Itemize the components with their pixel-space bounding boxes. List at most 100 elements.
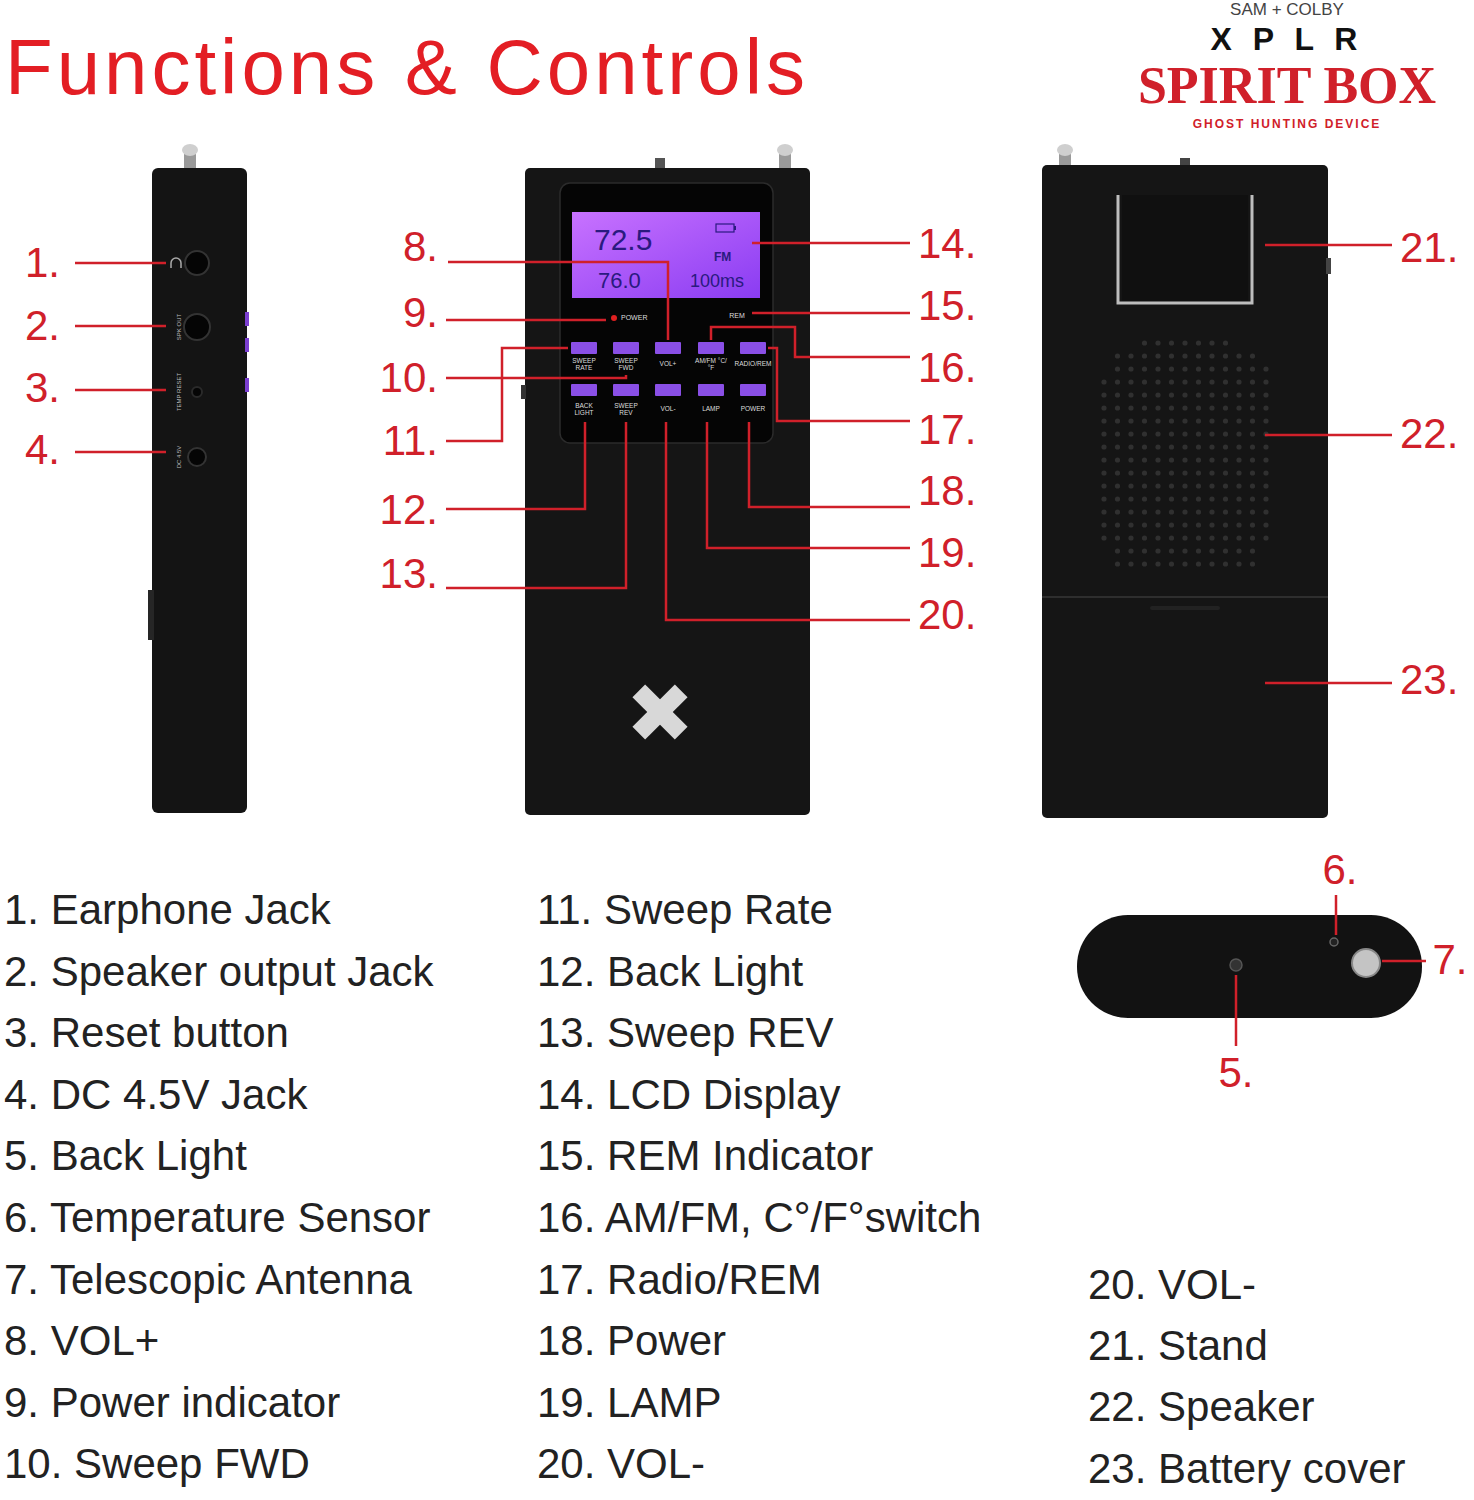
grille-hole xyxy=(1169,353,1174,358)
part-list-item: 6. Temperature Sensor xyxy=(4,1196,430,1240)
grille-hole xyxy=(1236,496,1241,501)
brand-text: X P L R xyxy=(1211,23,1364,57)
dc-jack xyxy=(188,448,206,466)
grille-hole xyxy=(1182,340,1187,345)
grille-hole xyxy=(1101,522,1106,527)
part-list-item: 7. Telescopic Antenna xyxy=(4,1258,412,1302)
grille-hole xyxy=(1128,535,1133,540)
grille-hole xyxy=(1115,392,1120,397)
grille-hole xyxy=(1169,392,1174,397)
port-label: TEMP RESET xyxy=(176,373,182,411)
grille-hole xyxy=(1263,418,1268,423)
speaker-jack xyxy=(184,314,210,340)
callout-number: 8. xyxy=(403,225,438,269)
callout-number: 11. xyxy=(383,419,438,463)
part-list-item: 19. LAMP xyxy=(537,1381,721,1425)
grille-hole xyxy=(1250,431,1255,436)
grille-hole xyxy=(1236,522,1241,527)
grille-hole xyxy=(1263,483,1268,488)
grille-hole xyxy=(1142,392,1147,397)
part-list-item: 3. Reset button xyxy=(4,1011,289,1055)
callout-number: 4. xyxy=(25,428,60,472)
grille-hole xyxy=(1236,418,1241,423)
grille-hole xyxy=(1223,470,1228,475)
grille-hole xyxy=(1155,366,1160,371)
grille-hole xyxy=(1236,561,1241,566)
grille-hole xyxy=(1209,522,1214,527)
grille-hole xyxy=(1115,457,1120,462)
grille-hole xyxy=(1115,483,1120,488)
leader-line xyxy=(752,312,910,315)
side-knob xyxy=(1326,258,1331,274)
battery-icon xyxy=(734,226,736,230)
grille-hole xyxy=(1236,444,1241,449)
grille-hole xyxy=(1169,340,1174,345)
grille-hole xyxy=(1101,379,1106,384)
grille-hole xyxy=(1155,431,1160,436)
grille-hole xyxy=(1142,340,1147,345)
grille-hole xyxy=(1236,405,1241,410)
grille-hole xyxy=(1115,535,1120,540)
grille-hole xyxy=(1209,470,1214,475)
grille-hole xyxy=(1128,522,1133,527)
grille-hole xyxy=(1209,535,1214,540)
grille-hole xyxy=(1223,418,1228,423)
grille-hole xyxy=(1155,470,1160,475)
grille-hole xyxy=(1223,392,1228,397)
grille-hole xyxy=(1209,405,1214,410)
grille-hole xyxy=(1128,431,1133,436)
grille-hole xyxy=(1169,470,1174,475)
grille-hole xyxy=(1263,509,1268,514)
grille-hole xyxy=(1155,457,1160,462)
grille-hole xyxy=(1182,444,1187,449)
callout-number: 19. xyxy=(918,531,976,575)
grille-hole xyxy=(1115,561,1120,566)
grille-hole xyxy=(1169,509,1174,514)
device-body xyxy=(1042,165,1328,818)
grille-hole xyxy=(1263,444,1268,449)
grille-hole xyxy=(1196,522,1201,527)
part-list-item: 23. Battery cover xyxy=(1088,1447,1405,1491)
button-edge xyxy=(245,312,249,326)
antenna-knob xyxy=(1057,144,1073,156)
push-button xyxy=(740,342,766,354)
grille-hole xyxy=(1169,457,1174,462)
leader-line xyxy=(711,327,910,357)
leader-line xyxy=(446,319,606,322)
device-body xyxy=(152,168,247,813)
grille-hole xyxy=(1169,522,1174,527)
grille-hole xyxy=(1155,444,1160,449)
push-button xyxy=(613,342,639,354)
control-panel xyxy=(560,183,773,443)
grille-hole xyxy=(1250,535,1255,540)
part-list-item: 18. Power xyxy=(537,1319,726,1363)
grille-hole xyxy=(1250,522,1255,527)
grille-hole xyxy=(1142,535,1147,540)
grille-hole xyxy=(1196,444,1201,449)
grille-hole xyxy=(1182,548,1187,553)
grille-hole xyxy=(1155,418,1160,423)
callout-number: 13. xyxy=(380,552,438,596)
grille-hole xyxy=(1155,405,1160,410)
leader-line xyxy=(75,262,166,265)
grille-hole xyxy=(1250,561,1255,566)
grille-hole xyxy=(1223,444,1228,449)
grille-hole xyxy=(1209,431,1214,436)
battery-cover-seam xyxy=(1042,596,1328,598)
grille-hole xyxy=(1155,340,1160,345)
lcd-readout: 76.0 xyxy=(598,269,641,292)
grille-hole xyxy=(1101,496,1106,501)
part-list-item: 9. Power indicator xyxy=(4,1381,340,1425)
grille-hole xyxy=(1128,379,1133,384)
brand-x-mark xyxy=(632,684,687,739)
push-button xyxy=(613,384,639,396)
leader-line xyxy=(1265,244,1392,247)
grille-hole xyxy=(1142,405,1147,410)
grille-hole xyxy=(1196,405,1201,410)
grille-hole xyxy=(1142,470,1147,475)
grille-hole xyxy=(1182,483,1187,488)
leader-line xyxy=(749,422,910,507)
grille-hole xyxy=(1209,392,1214,397)
grille-hole xyxy=(1169,444,1174,449)
grille-hole xyxy=(1142,483,1147,488)
